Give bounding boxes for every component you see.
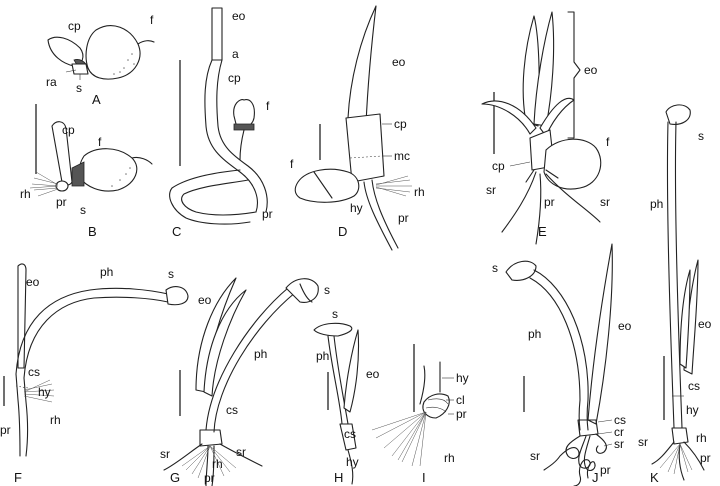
label-i-rh: rh (444, 451, 455, 465)
panel-i: hy cl pr rh I (371, 344, 469, 485)
label-g-s: s (324, 283, 330, 297)
label-j-cs: cs (614, 413, 626, 427)
panel-j: s ph eo cs cr sr sr pr J (492, 243, 632, 486)
label-h-hy: hy (346, 455, 359, 469)
label-b-f: f (98, 135, 102, 149)
label-j-cr: cr (614, 425, 624, 439)
label-g-cs: cs (226, 403, 238, 417)
label-c-eo: eo (232, 9, 246, 23)
panel-letter-e: E (538, 224, 547, 239)
label-f-pr: pr (0, 423, 11, 437)
label-f-cs: cs (28, 365, 40, 379)
label-j-eo: eo (618, 319, 632, 333)
label-d-hy: hy (350, 201, 363, 215)
label-e-pr: pr (544, 195, 555, 209)
panel-h: s ph eo cs hy H (313, 307, 380, 485)
label-h-cs: cs (344, 427, 356, 441)
label-d-pr: pr (398, 211, 409, 225)
label-k-sr: sr (638, 435, 648, 449)
panel-a: cp f ra s A (46, 13, 155, 107)
label-j-ph: ph (528, 327, 541, 341)
panel-b: cp f rh pr s B (20, 121, 153, 239)
panel-letter-b: B (88, 224, 97, 239)
label-f-rh: rh (50, 413, 61, 427)
label-g-pr: pr (204, 471, 215, 485)
panel-letter-j: J (592, 470, 599, 485)
label-j-pr: pr (600, 463, 611, 477)
label-j-sr1: sr (614, 437, 624, 451)
panel-letter-g: G (170, 470, 180, 485)
label-g-ph: ph (254, 347, 267, 361)
brace-eo (567, 11, 581, 139)
label-e-eo: eo (584, 63, 598, 77)
panel-letter-c: C (172, 224, 181, 239)
label-c-a: a (232, 47, 239, 61)
label-k-eo: eo (698, 317, 712, 331)
label-e-f: f (606, 135, 610, 149)
label-k-cs: cs (688, 379, 700, 393)
label-b-s: s (80, 203, 86, 217)
label-e-sr1: sr (486, 183, 496, 197)
label-k-s: s (698, 129, 704, 143)
panel-letter-h: H (334, 470, 343, 485)
label-k-hy: hy (686, 403, 699, 417)
panel-letter-f: F (14, 470, 22, 485)
panel-letter-d: D (338, 224, 347, 239)
label-i-hy: hy (456, 371, 469, 385)
label-k-rh: rh (696, 431, 707, 445)
panel-d: eo cp mc f rh hy pr D (290, 5, 425, 251)
panel-letter-k: K (650, 470, 659, 485)
label-b-pr: pr (56, 195, 67, 209)
label-e-cp: cp (492, 159, 505, 173)
label-b-cp: cp (62, 123, 75, 137)
label-d-rh: rh (414, 185, 425, 199)
label-c-f: f (266, 99, 270, 113)
label-g-eo: eo (198, 293, 212, 307)
label-g-rh: rh (212, 457, 223, 471)
label-a-f: f (150, 13, 154, 27)
label-f-eo: eo (26, 275, 40, 289)
label-j-sr2: sr (530, 449, 540, 463)
label-h-s: s (332, 307, 338, 321)
label-d-mc: mc (394, 149, 410, 163)
label-i-cl: cl (456, 393, 465, 407)
panel-e: eo f cp sr pr sr E (481, 11, 610, 245)
label-e-sr2: sr (600, 195, 610, 209)
label-a-cp: cp (68, 19, 81, 33)
label-k-ph: ph (650, 197, 663, 211)
label-f-ph: ph (100, 265, 113, 279)
label-d-cp: cp (394, 117, 407, 131)
panel-letter-i: I (422, 470, 426, 485)
panel-k: s ph eo cs hy sr rh pr K (638, 104, 712, 485)
panel-c: eo a cp f pr C (169, 7, 273, 239)
panel-f: eo ph s cs hy rh pr F (0, 263, 189, 485)
label-a-ra: ra (46, 75, 57, 89)
label-j-s: s (492, 261, 498, 275)
label-f-s: s (168, 267, 174, 281)
label-d-eo: eo (392, 55, 406, 69)
label-g-sr2: sr (236, 445, 246, 459)
label-h-ph: ph (316, 349, 329, 363)
label-b-rh: rh (20, 187, 31, 201)
label-c-cp: cp (228, 71, 241, 85)
panel-g: eo s ph cs sr sr rh pr G (160, 277, 330, 486)
label-f-hy: hy (38, 385, 51, 399)
label-h-eo: eo (366, 367, 380, 381)
label-i-pr: pr (456, 407, 467, 421)
label-a-s: s (76, 81, 82, 95)
label-d-f: f (290, 157, 294, 171)
label-g-sr1: sr (160, 447, 170, 461)
label-k-pr: pr (700, 451, 711, 465)
label-c-pr: pr (262, 207, 273, 221)
panel-letter-a: A (92, 92, 101, 107)
